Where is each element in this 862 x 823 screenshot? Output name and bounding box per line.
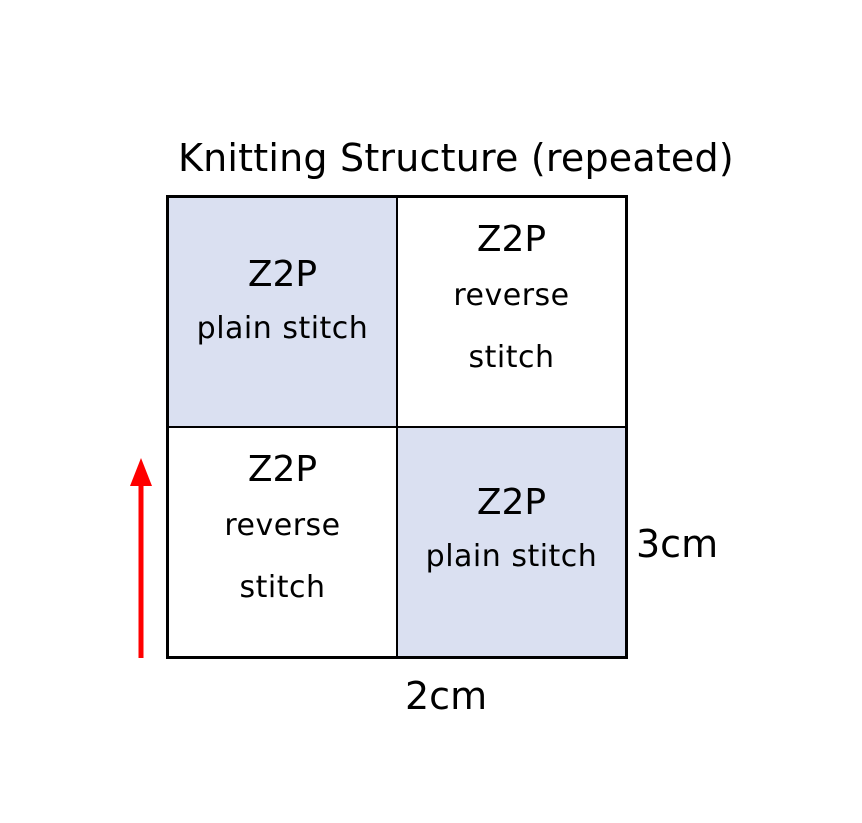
cell-bottom-left: Z2P reverse stitch <box>169 427 397 656</box>
cell-code: Z2P <box>476 219 547 260</box>
diagram-title: Knitting Structure (repeated) <box>178 136 734 180</box>
arrow-head <box>130 458 152 486</box>
cell-code: Z2P <box>247 449 318 490</box>
width-dimension-label: 2cm <box>405 674 488 718</box>
knitting-structure-grid: Z2P plain stitch Z2P reverse stitch Z2P … <box>166 195 628 659</box>
cell-stitch-label: reverse stitch <box>453 278 570 375</box>
cell-stitch-label: plain stitch <box>425 539 598 574</box>
cell-code: Z2P <box>476 482 547 523</box>
cell-top-left: Z2P plain stitch <box>169 198 397 427</box>
cell-bottom-right: Z2P plain stitch <box>397 427 625 656</box>
height-dimension-label: 3cm <box>636 522 719 566</box>
up-arrow-icon <box>130 458 152 658</box>
cell-stitch-label: reverse stitch <box>224 508 341 605</box>
cell-code: Z2P <box>247 254 318 295</box>
cell-stitch-label: plain stitch <box>196 311 369 346</box>
cell-top-right: Z2P reverse stitch <box>397 198 625 427</box>
